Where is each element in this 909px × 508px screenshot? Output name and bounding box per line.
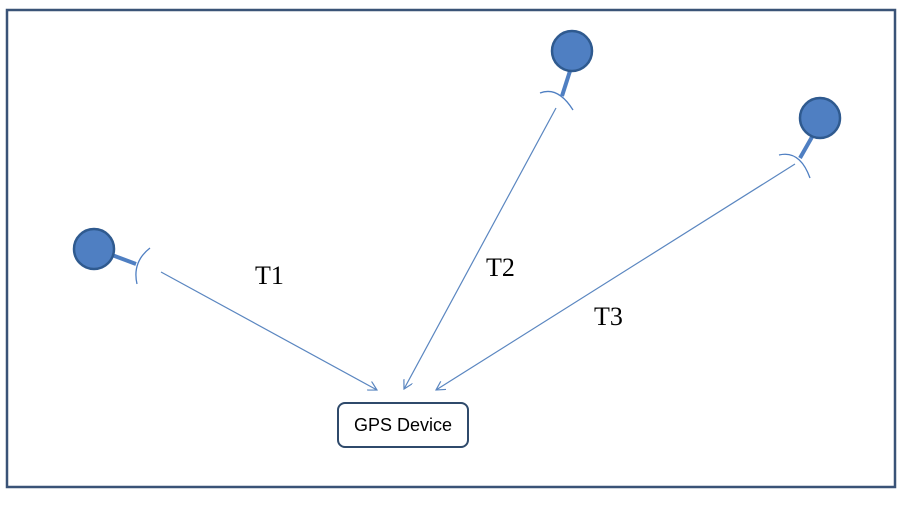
satellite-2-icon bbox=[550, 29, 594, 73]
satellite-1-transmitter-arc bbox=[135, 247, 151, 285]
satellite-1-icon bbox=[72, 227, 116, 271]
satellite-3-antenna bbox=[798, 136, 814, 159]
diagram-frame bbox=[5, 8, 897, 489]
gps-device-label: GPS Device bbox=[353, 414, 453, 435]
signal-line-1 bbox=[160, 271, 377, 390]
satellite-2 bbox=[539, 29, 594, 111]
satellite-2-transmitter-arc bbox=[539, 90, 574, 111]
gps-device-box: GPS Device bbox=[337, 402, 469, 448]
signal-line-3 bbox=[436, 163, 796, 390]
satellite-2-antenna bbox=[560, 70, 572, 97]
signal-label-1: T1 bbox=[255, 261, 284, 290]
satellite-1 bbox=[72, 227, 151, 285]
signal-label-2: T2 bbox=[486, 253, 515, 282]
signal-line-2 bbox=[404, 107, 557, 389]
satellite-3 bbox=[778, 96, 842, 179]
satellite-1-antenna bbox=[111, 253, 137, 266]
signal-label-3: T3 bbox=[594, 302, 623, 331]
satellite-3-icon bbox=[798, 96, 842, 140]
satellite-3-transmitter-arc bbox=[778, 153, 811, 179]
